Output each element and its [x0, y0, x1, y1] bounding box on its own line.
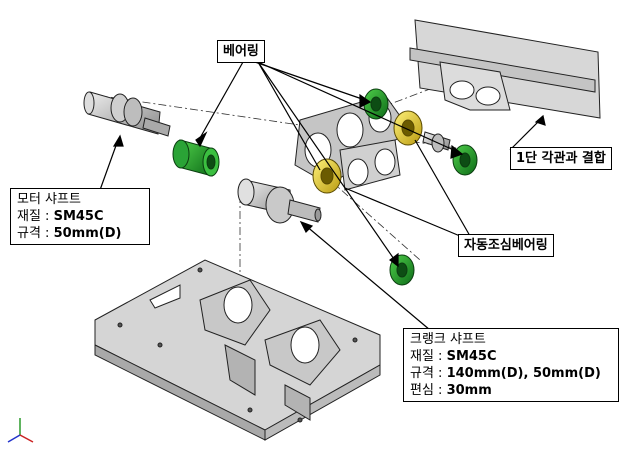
- top-plate: [409, 19, 601, 119]
- motor-shaft-info: 모터 샤프트 재질 : SM45C 규격 : 50mm(D): [10, 188, 150, 245]
- self-aligning-bearing-2: [393, 110, 423, 146]
- crank-shaft-eccentric-label: 편심 :: [410, 383, 443, 398]
- crank-shaft-spec-value: 140mm(D), 50mm(D): [446, 366, 601, 381]
- bearing-top: [363, 88, 389, 120]
- leader-lines: [99, 61, 546, 331]
- axis-triad-icon: [7, 418, 34, 443]
- motor-shaft-material-value: SM45C: [53, 209, 104, 224]
- crank-shaft-spec-label: 규격 :: [410, 366, 443, 381]
- crank-shaft-material-label: 재질 :: [410, 349, 443, 364]
- motor-shaft-title: 모터 샤프트: [17, 192, 81, 207]
- crank-shaft: [237, 178, 322, 224]
- self-aligning-bearing-1: [312, 158, 342, 194]
- motor-shaft-spec-value: 50mm(D): [53, 226, 122, 241]
- motor-shaft-material-label: 재질 :: [17, 209, 50, 224]
- crank-shaft-info: 크랭크 샤프트 재질 : SM45C 규격 : 140mm(D), 50mm(D…: [403, 328, 619, 402]
- motor-shaft: [83, 91, 171, 137]
- crank-shaft-eccentric-value: 30mm: [446, 383, 492, 398]
- link-plate: [294, 94, 411, 191]
- callout-tube-joint: 1단 각관과 결합: [510, 147, 612, 170]
- callout-self-aligning-bearing: 자동조심베어링: [458, 234, 554, 257]
- bearing-left: [172, 139, 220, 177]
- crank-shaft-title: 크랭크 샤프트: [410, 332, 486, 347]
- crank-shaft-material-value: SM45C: [446, 349, 497, 364]
- callout-bearing: 베어링: [217, 40, 265, 63]
- base-frame: [94, 259, 381, 441]
- motor-shaft-spec-label: 규격 :: [17, 226, 50, 241]
